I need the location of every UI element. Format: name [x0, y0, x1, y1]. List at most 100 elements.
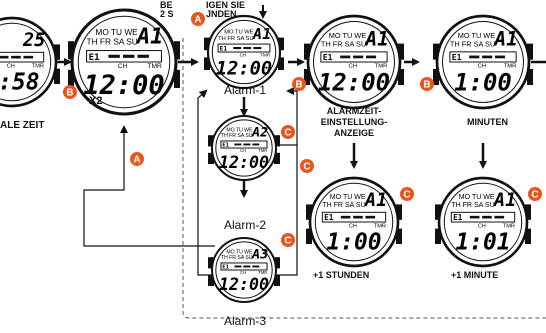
label-minuten: MINUTEN [467, 117, 508, 127]
lcd-ch: CH [349, 223, 357, 229]
lcd-bar-frame [86, 50, 162, 63]
watch-button [306, 228, 312, 244]
label-x2: X2 [89, 95, 103, 107]
watch-button [433, 68, 439, 85]
watch-button [525, 204, 531, 220]
watch-button [398, 68, 404, 85]
day-row-1: MO TU WE [226, 249, 253, 255]
callout-c-badge: C [300, 159, 314, 173]
lcd-ch: CH [7, 63, 15, 69]
watch-button [306, 204, 312, 220]
lcd-bar-frame [220, 262, 268, 271]
watch-button [274, 135, 280, 147]
watch-bezel [215, 241, 273, 299]
day-row-2: TH FR SA SU [87, 36, 138, 46]
lcd-bar-frame [321, 211, 387, 223]
lcd-ch: CH [118, 63, 128, 70]
watch-bezel [215, 119, 273, 177]
day-row-2: TH FR SA SU [322, 202, 365, 209]
lcd-tmr: TMR [260, 52, 271, 57]
callout-circle [130, 152, 144, 166]
callout-letter: C [303, 162, 310, 173]
watch-button [208, 257, 214, 269]
day-row-2: TH FR SA SU [221, 255, 253, 261]
lcd-segment [494, 215, 505, 219]
watch-w0: 25E1CHTMR2:58 [0, 16, 60, 108]
watch-button [54, 44, 60, 60]
callout-letter: C [284, 128, 291, 139]
watch-button [527, 68, 533, 85]
watch-button [435, 204, 441, 220]
watch-button [433, 43, 439, 60]
watch-bezel [314, 182, 394, 262]
watch-button [527, 43, 533, 60]
watch-bezel [443, 182, 523, 262]
callout-letter: A [133, 155, 140, 166]
watch-button [278, 37, 284, 51]
label-plus1-minute: +1 MINUTE [451, 270, 499, 280]
lcd-segment [365, 55, 377, 59]
callout-c-badge: C [528, 187, 542, 201]
lcd-segment [469, 215, 480, 219]
callout-letter: C [531, 190, 538, 201]
lcd-time: 2:58 [0, 69, 40, 95]
lcd-segment [23, 55, 34, 59]
callout-letter: B [66, 88, 73, 99]
lcd-e1: E1 [324, 213, 334, 222]
alarm-number: A1 [363, 190, 387, 211]
top-mid-line1: IGEN SIE [206, 0, 246, 10]
lcd-ch: CH [348, 64, 357, 70]
lcd-e1: E1 [453, 213, 463, 222]
lcd-tmr: TMR [258, 270, 267, 275]
callout-letter: B [295, 80, 302, 91]
lcd-tmr: TMR [504, 64, 517, 70]
lcd-bar-frame [320, 51, 388, 63]
watch-bezel [0, 22, 52, 102]
label-alarm-2: Alarm-2 [224, 218, 267, 232]
callout-letter: A [194, 15, 201, 26]
lcd-segment [11, 55, 21, 59]
callout-b-badge: B [292, 77, 306, 91]
watch-bezel [442, 21, 524, 103]
alarm-number: A1 [135, 24, 163, 49]
day-row-1: MO TU WE [329, 31, 367, 40]
watch-button [174, 69, 180, 88]
day-row-1: MO TU WE [224, 29, 253, 35]
watch-bezel [77, 15, 171, 109]
label-alarm-1: Alarm-1 [224, 83, 267, 97]
day-row-2: TH FR SA SU [451, 202, 494, 209]
lcd-time: 12:00 [216, 58, 272, 79]
watch-button [208, 152, 214, 164]
watch-button [304, 43, 310, 60]
lcd-segment [108, 54, 120, 58]
lcd-bar-frame [449, 51, 517, 63]
lcd-ch: CH [240, 148, 246, 153]
lcd-time: 1:01 [455, 229, 510, 255]
callout-circle [400, 187, 414, 201]
day-row-1: MO TU WE [458, 31, 496, 40]
lcd-segment [243, 265, 251, 268]
alarm-number: A1 [252, 25, 271, 43]
alarm-number: A2 [251, 125, 268, 140]
watch-button [68, 41, 74, 60]
day-row-2: TH FR SA SU [321, 39, 366, 48]
watch-button [208, 274, 214, 286]
watch-bezel [211, 19, 277, 85]
lcd-time: 12:00 [318, 69, 390, 97]
lcd-bar-frame [220, 140, 268, 149]
callout-letter: C [403, 190, 410, 201]
lcd-tmr: TMR [147, 63, 162, 70]
day-row-2: TH FR SA SU [218, 36, 253, 42]
lcd-segment [340, 55, 351, 59]
callout-circle [292, 77, 306, 91]
lcd-segment [365, 215, 376, 219]
lcd-bar-frame [217, 43, 271, 53]
alarm-number: A1 [364, 27, 389, 50]
alarm-number: 25 [22, 30, 45, 51]
